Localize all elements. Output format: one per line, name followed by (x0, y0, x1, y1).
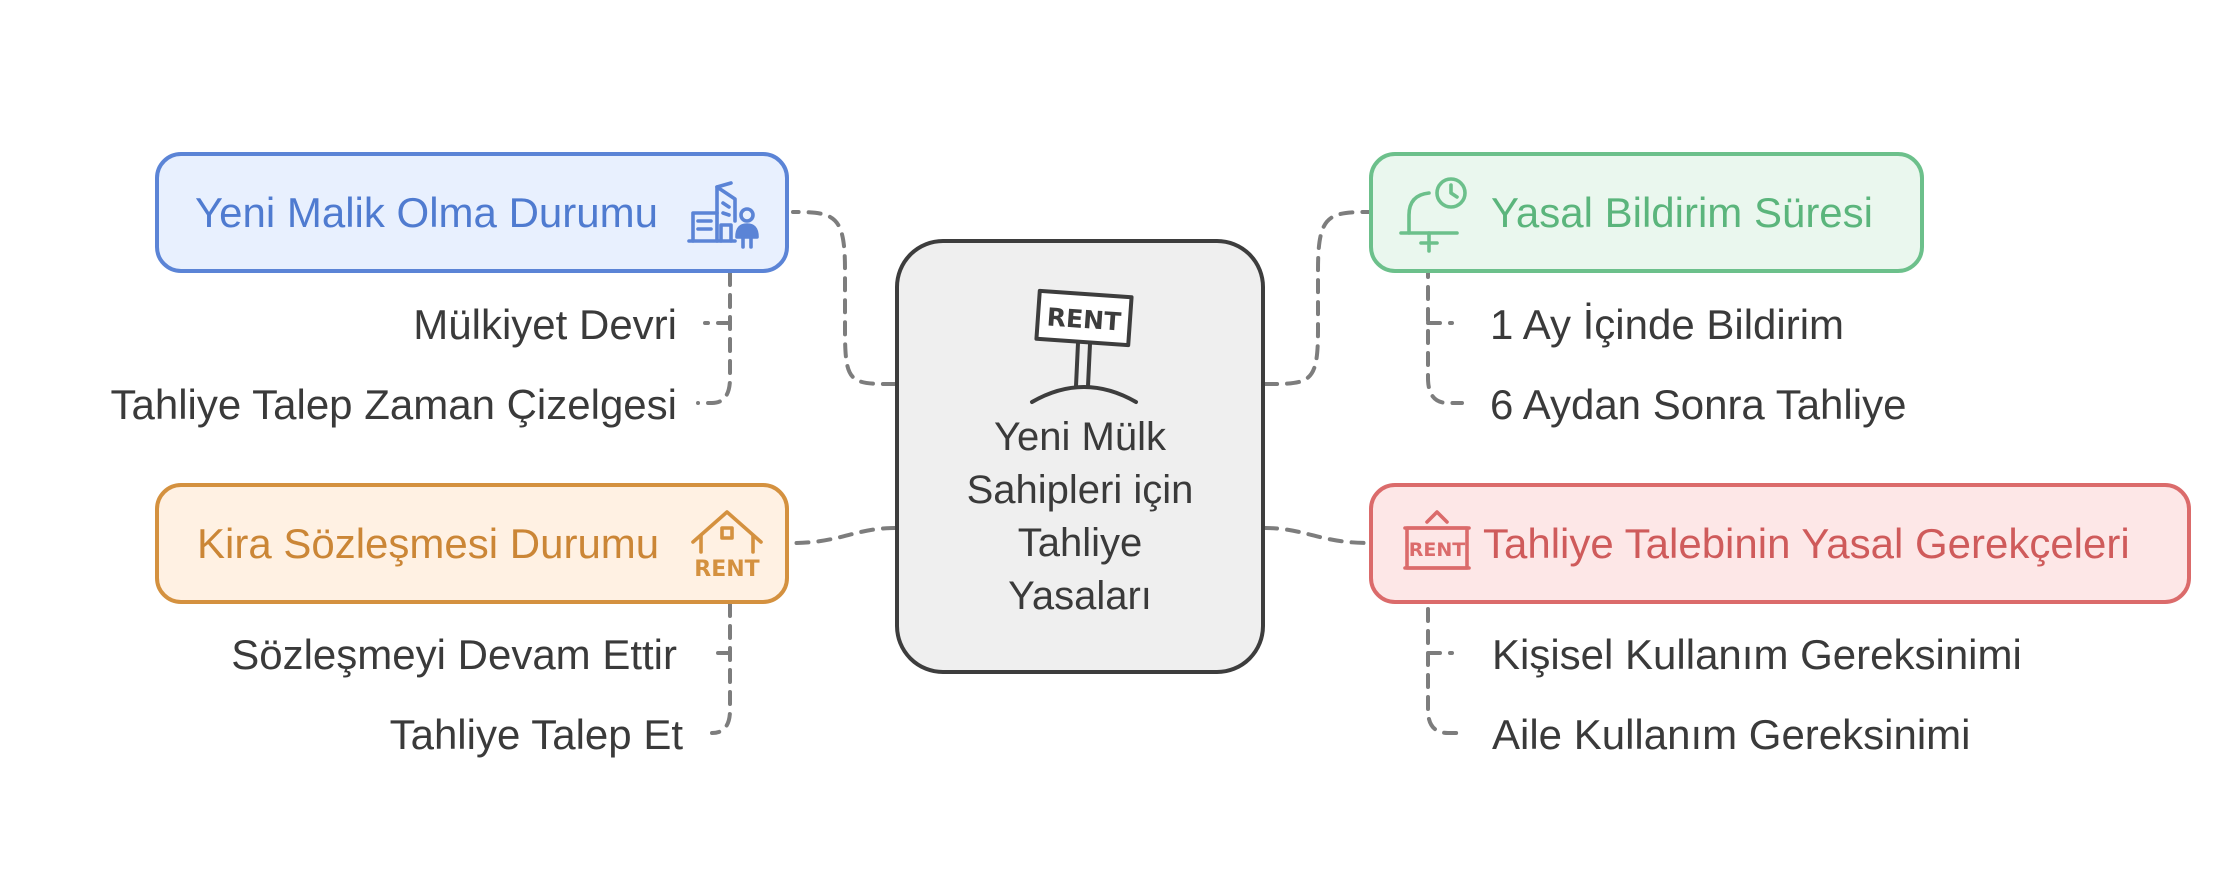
leaf-request-eviction: Tahliye Talep Et (389, 711, 683, 758)
house-rent-text: RENT (694, 557, 759, 582)
building-person-icon (687, 180, 759, 249)
branch-notice-label: Yasal Bildirim Süresi (1491, 188, 1873, 236)
branch-grounds[interactable]: RENT Tahliye Talebinin Yasal Gerekçeleri (1369, 483, 2191, 604)
central-topic-title: Yeni Mülk Sahipleri için Tahliye Yasalar… (899, 411, 1261, 623)
central-title-line-4: Yasaları (1008, 574, 1152, 618)
connector-center-grounds (1263, 526, 1371, 545)
rent-sign-icon: RENT (1030, 288, 1138, 404)
leaf-continue-contract: Sözleşmeyi Devam Ettir (231, 631, 677, 678)
branch-lease[interactable]: Kira Sözleşmesi Durumu RENT (155, 483, 789, 604)
central-title-line-3: Tahliye (1017, 521, 1143, 565)
branch-lease-label: Kira Sözleşmesi Durumu (197, 519, 660, 567)
central-title-line-1: Yeni Mülk (994, 415, 1166, 459)
rent-board-icon: RENT (1403, 509, 1471, 570)
branch-notice[interactable]: Yasal Bildirim Süresi (1369, 152, 1924, 273)
connector-lease-children (708, 602, 732, 735)
leaf-personal-use-need: Kişisel Kullanım Gereksinimi (1492, 631, 2022, 678)
connector-center-notice (1263, 210, 1371, 386)
central-title-line-2: Sahipleri için (966, 468, 1194, 512)
house-rent-icon: RENT (691, 509, 763, 582)
leaf-evict-after-six-months: 6 Aydan Sonra Tahliye (1490, 381, 1907, 428)
leaf-eviction-request-timeline: Tahliye Talep Zaman Çizelgesi (110, 381, 677, 428)
branch-new-owner[interactable]: Yeni Malik Olma Durumu (155, 152, 789, 273)
leaf-family-use-need: Aile Kullanım Gereksinimi (1492, 711, 1971, 758)
rent-sign-text: RENT (1046, 302, 1122, 336)
connector-center-new-owner (791, 210, 897, 386)
connector-grounds-children (1426, 585, 1464, 735)
leaf-notice-within-month: 1 Ay İçinde Bildirim (1490, 301, 1845, 348)
branch-new-owner-label: Yeni Malik Olma Durumu (195, 188, 658, 236)
branch-grounds-label: Tahliye Talebinin Yasal Gerekçeleri (1483, 519, 2130, 567)
connector-new-owner-children (696, 271, 732, 405)
connector-notice-children (1426, 241, 1464, 405)
rent-board-text: RENT (1409, 539, 1466, 561)
bell-clock-icon (1399, 176, 1467, 253)
central-topic-node[interactable]: RENT Yeni Mülk Sahipleri için Tahliye Ya… (895, 239, 1265, 674)
connector-center-lease (791, 526, 897, 545)
leaf-ownership-transfer: Mülkiyet Devri (413, 301, 677, 348)
